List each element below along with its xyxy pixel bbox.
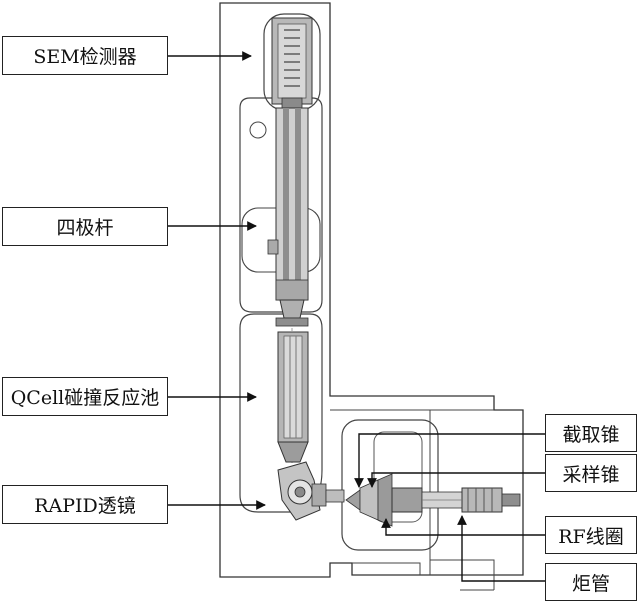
sem-detector <box>271 17 313 111</box>
label-rapid-lens: RAPID透镜 <box>2 485 168 524</box>
label-torch: 炬管 <box>545 563 637 601</box>
leader-torch <box>457 515 545 582</box>
label-quadrupole: 四极杆 <box>2 207 168 246</box>
ion-path <box>291 70 520 501</box>
upper-chamber <box>239 97 323 313</box>
qcell <box>277 331 309 463</box>
leader-skimmer <box>354 433 545 488</box>
cones <box>345 473 393 527</box>
label-sem-detector: SEM检测器 <box>2 36 168 75</box>
leader-lines <box>168 51 545 582</box>
label-qcell: QCell碰撞反应池 <box>2 377 168 416</box>
label-sampler-cone: 采样锥 <box>545 454 637 492</box>
rapid-lens <box>277 461 345 521</box>
label-skimmer-cone: 截取锥 <box>545 414 637 452</box>
interface-inner <box>373 431 423 523</box>
lower-chamber <box>239 313 323 513</box>
label-rf-coil: RF线圈 <box>545 516 637 554</box>
quadrupole-rods <box>275 107 309 301</box>
leader-rfcoil <box>381 518 545 536</box>
quad-side-fitting <box>267 239 279 255</box>
upper-port <box>249 121 267 139</box>
interface-chamber <box>341 419 439 551</box>
interstage-valve <box>275 299 309 327</box>
leader-sampler <box>367 472 545 488</box>
outer-housing <box>219 2 524 578</box>
torch-assembly <box>391 487 521 513</box>
